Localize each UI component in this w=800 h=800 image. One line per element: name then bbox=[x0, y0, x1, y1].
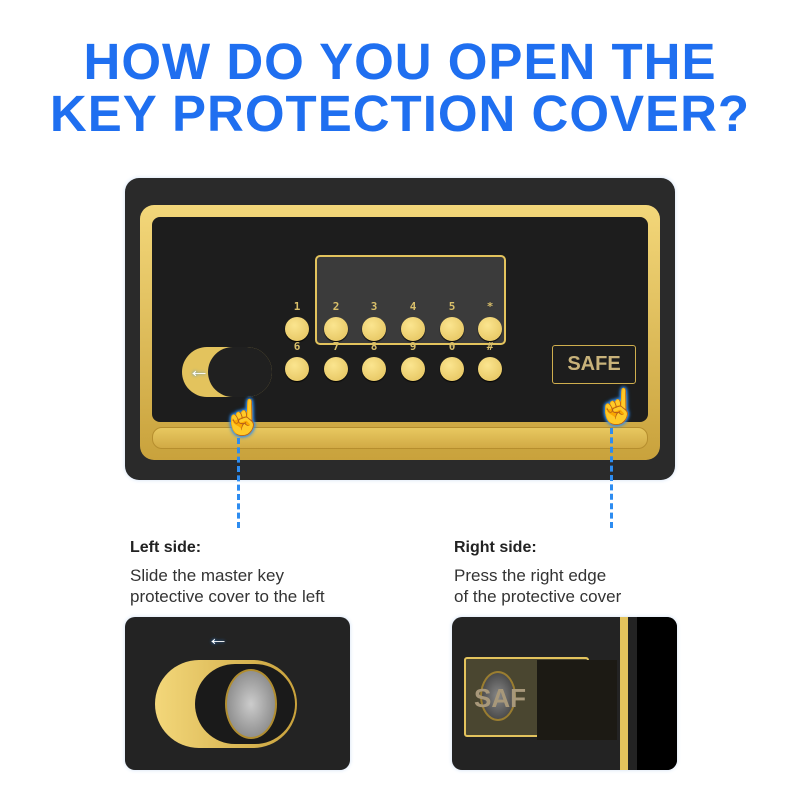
key-label: 8 bbox=[370, 340, 378, 353]
keypad-button[interactable] bbox=[401, 357, 425, 381]
right-desc-1: Press the right edge bbox=[454, 566, 607, 585]
key-cover-slot[interactable]: ← bbox=[182, 347, 272, 397]
keypad-button[interactable] bbox=[324, 317, 348, 341]
key-label: 0 bbox=[448, 340, 456, 353]
headline-line-1: HOW DO YOU OPEN THE bbox=[83, 33, 717, 90]
safe-logo-partial: SAF bbox=[474, 683, 526, 713]
key-label: 2 bbox=[332, 300, 340, 313]
key-label: 7 bbox=[332, 340, 340, 353]
keypad-button[interactable] bbox=[478, 317, 502, 341]
arrow-left-icon: ← bbox=[188, 357, 210, 382]
key-label: * bbox=[486, 300, 494, 313]
key-cylinder bbox=[225, 669, 277, 739]
key-label: 6 bbox=[293, 340, 301, 353]
guide-line-left bbox=[237, 438, 240, 528]
guide-line-right bbox=[610, 428, 613, 528]
keypad-button[interactable] bbox=[285, 357, 309, 381]
key-label: 3 bbox=[370, 300, 378, 313]
keypad-button[interactable] bbox=[362, 357, 386, 381]
headline-line-2: KEY PROTECTION COVER? bbox=[49, 85, 751, 142]
keypad-button[interactable] bbox=[478, 357, 502, 381]
key-label: 1 bbox=[293, 300, 301, 313]
keypad-button[interactable] bbox=[440, 317, 464, 341]
right-heading: Right side: bbox=[454, 539, 537, 556]
key-cylinder bbox=[480, 671, 516, 721]
keypad-button[interactable] bbox=[440, 357, 464, 381]
door-gap bbox=[637, 617, 677, 770]
pointing-hand-icon: ☝ bbox=[222, 399, 265, 437]
right-closeup: SAF bbox=[452, 617, 677, 770]
left-heading: Left side: bbox=[130, 539, 202, 556]
key-hole bbox=[208, 347, 272, 397]
key-label: # bbox=[486, 340, 494, 353]
key-label: 9 bbox=[409, 340, 417, 353]
safe-logo-cover[interactable]: SAFE bbox=[552, 345, 636, 384]
right-desc-2: of the protective cover bbox=[454, 587, 622, 606]
gold-strip bbox=[152, 427, 648, 449]
pointing-hand-icon: ☝ bbox=[596, 388, 639, 426]
left-desc-2: protective cover to the left bbox=[130, 587, 325, 606]
left-desc-1: Slide the master key bbox=[130, 566, 285, 585]
key-label: 5 bbox=[448, 300, 456, 313]
keypad-area: ← 1 2 3 4 5 * 6 7 8 9 0 # SAFE bbox=[152, 217, 648, 422]
keypad-button[interactable] bbox=[401, 317, 425, 341]
arrow-left-icon: ← bbox=[207, 625, 229, 650]
keypad-button[interactable] bbox=[324, 357, 348, 381]
safe-panel: ← 1 2 3 4 5 * 6 7 8 9 0 # SAFE bbox=[125, 178, 675, 480]
left-closeup: ← bbox=[125, 617, 350, 770]
gold-frame: ← 1 2 3 4 5 * 6 7 8 9 0 # SAFE bbox=[140, 205, 660, 460]
key-label: 4 bbox=[409, 300, 417, 313]
door-edge bbox=[620, 617, 628, 770]
keypad-button[interactable] bbox=[362, 317, 386, 341]
keypad-button[interactable] bbox=[285, 317, 309, 341]
protective-cover-flap[interactable] bbox=[537, 660, 617, 740]
